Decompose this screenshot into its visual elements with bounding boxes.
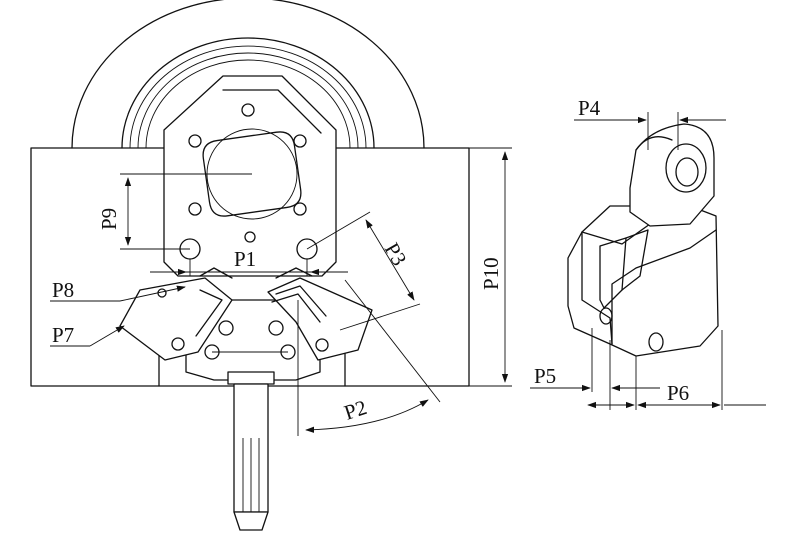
dimension-p5-p6 [530, 328, 766, 410]
label-p1: P1 [234, 247, 256, 271]
label-p10: P10 [479, 257, 503, 290]
lever-detail-view: P4 P5 P6 [530, 96, 766, 410]
central-plate [163, 75, 337, 277]
shaft-hole [202, 131, 302, 217]
wheel-outline [71, 0, 425, 149]
output-shaft [227, 371, 275, 531]
dimension-p10 [469, 147, 512, 387]
label-p3: P3 [380, 239, 412, 270]
label-p2: P2 [341, 395, 370, 425]
label-p6: P6 [667, 381, 689, 405]
label-p4: P4 [578, 96, 601, 120]
label-p7: P7 [52, 323, 74, 347]
linkage-assembly [119, 267, 373, 381]
label-p9: P9 [97, 208, 121, 230]
dimension-p3 [306, 211, 421, 331]
label-p5: P5 [534, 364, 556, 388]
front-view: P9 P1 P3 P2 P10 P8 P7 [30, 0, 512, 531]
dimension-p9 [120, 173, 252, 250]
dimension-p4 [574, 112, 726, 150]
leader-p7 [50, 325, 125, 347]
dimension-p2 [297, 279, 441, 436]
leader-p8 [50, 285, 186, 302]
dimension-p1 [150, 259, 348, 276]
label-p8: P8 [52, 278, 74, 302]
